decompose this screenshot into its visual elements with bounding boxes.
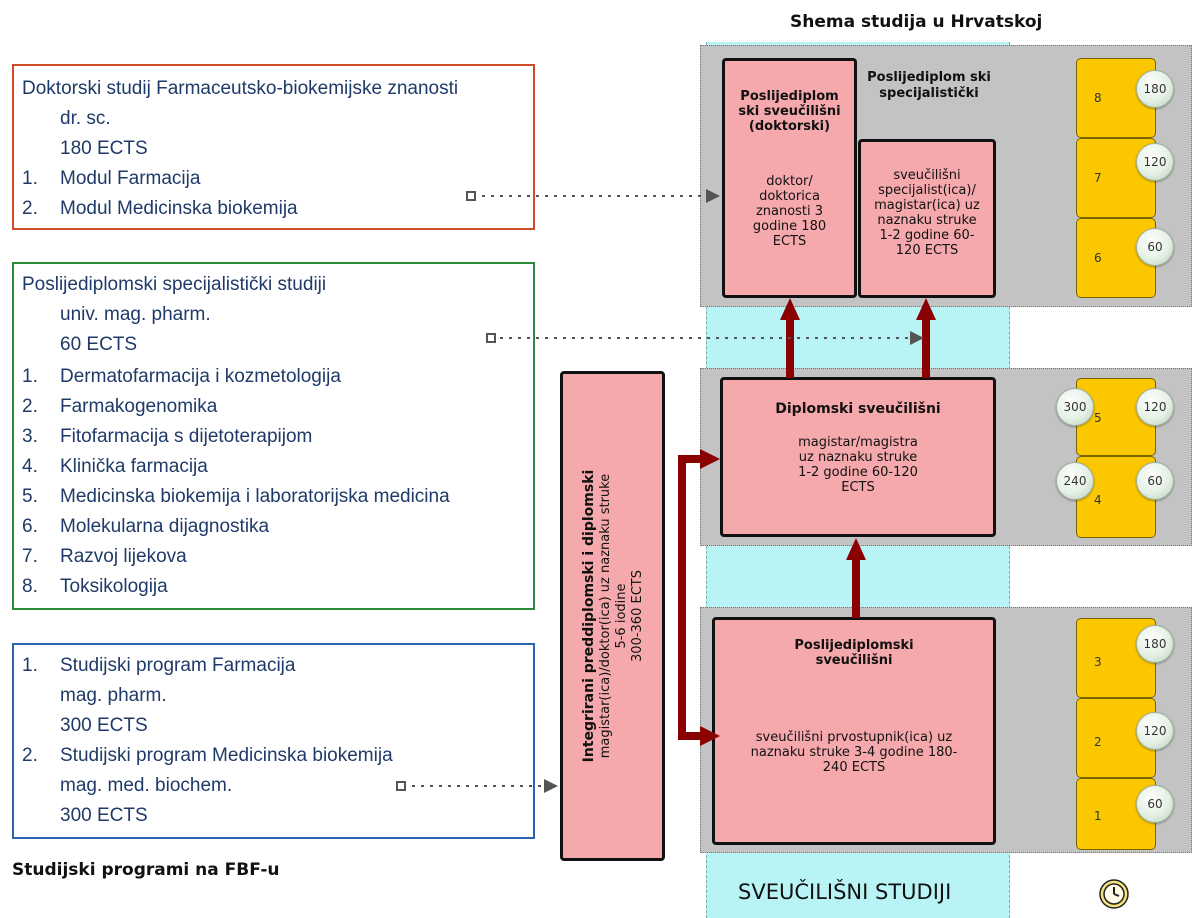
cumulative-ects-badge: 240 <box>1056 462 1094 500</box>
list-item: Medicinska biokemija i laboratorijska me… <box>60 486 450 507</box>
ects-badge: 120 <box>1136 143 1174 181</box>
list-item: Studijski program Farmacija <box>60 655 296 676</box>
graduate-card: Diplomski sveučilišni magistar/magistra … <box>720 377 996 537</box>
specialist-header: Poslijediplom ski specijalistički <box>867 70 991 101</box>
clock-icon <box>1098 878 1130 910</box>
ects-badge: 180 <box>1136 625 1174 663</box>
specialist-study-box: Poslijediplomski specijalistički studiji… <box>12 262 535 610</box>
list-item: Razvoj lijekova <box>60 546 187 567</box>
year-number: 6 <box>1094 251 1102 265</box>
list-number: 5. <box>22 486 38 507</box>
year-number: 5 <box>1094 411 1102 425</box>
cumulative-ects-badge: 300 <box>1056 388 1094 426</box>
undergrad-card: Poslijediplomski sveučilišni sveučilišni… <box>712 617 996 845</box>
integrated-line1: magistar(ica)/doktor(ica) uz naznaku str… <box>597 473 613 759</box>
list-number: 2. <box>22 745 38 766</box>
arrow-up-3 <box>852 558 860 618</box>
ects-value: 300 ECTS <box>60 715 148 736</box>
year-number: 4 <box>1094 493 1102 507</box>
box-heading: Poslijediplomski specijalistički studiji <box>22 274 327 295</box>
connector-programs-head <box>544 779 558 793</box>
undergrad-card-body: sveučilišni prvostupnik(ica) uz naznaku … <box>750 730 958 775</box>
list-item: Studijski program Medicinska biokemija <box>60 745 393 766</box>
doctoral-study-box: Doktorski studij Farmaceutsko-biokemijsk… <box>12 64 535 230</box>
arrow-up-2 <box>922 318 930 378</box>
list-number: 1. <box>22 366 38 387</box>
arrow-up-3-head <box>846 538 866 560</box>
year-number: 3 <box>1094 655 1102 669</box>
list-number: 1. <box>22 168 38 189</box>
connector-handle[interactable] <box>396 781 406 791</box>
list-item: Toksikologija <box>60 576 168 597</box>
undergrad-card-title: Poslijediplomski sveučilišni <box>794 638 914 668</box>
degree-title: mag. med. biochem. <box>60 775 233 796</box>
doctoral-card-title: Poslijediplom ski sveučilišni (doktorski… <box>738 89 841 134</box>
ects-badge: 120 <box>1136 388 1174 426</box>
list-number: 2. <box>22 198 38 219</box>
arrow-up-1 <box>786 318 794 378</box>
degree-title: univ. mag. pharm. <box>60 304 211 325</box>
list-item: Molekularna dijagnostika <box>60 516 270 537</box>
list-number: 4. <box>22 456 38 477</box>
list-item: Klinička farmacija <box>60 456 208 477</box>
connector-handle[interactable] <box>486 333 496 343</box>
ects-badge: 60 <box>1136 462 1174 500</box>
bracket-vertical <box>678 455 686 740</box>
integrated-card: Integrirani preddiplomski i diplomski ma… <box>560 371 665 861</box>
connector-handle[interactable] <box>466 191 476 201</box>
list-item: Farmakogenomika <box>60 396 218 417</box>
degree-title: dr. sc. <box>60 108 111 129</box>
graduate-card-title: Diplomski sveučilišni <box>775 401 941 417</box>
bracket-top-head <box>700 449 720 469</box>
scheme-title: Shema studija u Hrvatskoj <box>790 12 1043 32</box>
arrow-up-2-head <box>916 298 936 320</box>
integrated-line2: 5-6 iodine <box>613 583 629 649</box>
list-item: Modul Farmacija <box>60 168 201 189</box>
list-number: 7. <box>22 546 38 567</box>
doctoral-card: Poslijediplom ski sveučilišni (doktorski… <box>722 58 857 298</box>
bracket-bottom-head <box>700 726 720 746</box>
integrated-text: Integrirani preddiplomski i diplomski ma… <box>580 381 646 851</box>
list-number: 8. <box>22 576 38 597</box>
ects-value: 180 ECTS <box>60 138 148 159</box>
integrated-line3: 300-360 ECTS <box>629 570 645 662</box>
study-programs-box: 1. Studijski program Farmacija mag. phar… <box>12 643 535 839</box>
year-number: 2 <box>1094 735 1102 749</box>
box-heading: Doktorski studij Farmaceutsko-biokemijsk… <box>22 78 459 99</box>
year-number: 8 <box>1094 91 1102 105</box>
doctoral-card-body: doktor/ doktorica znanosti 3 godine 180 … <box>752 174 827 249</box>
list-number: 1. <box>22 655 38 676</box>
list-item: Dermatofarmacija i kozmetologija <box>60 366 341 387</box>
ects-value: 300 ECTS <box>60 805 148 826</box>
specialist-card: sveučilišni specijalist(ica)/ magistar(i… <box>858 139 996 298</box>
graduate-card-body: magistar/magistra uz naznaku struke 1-2 … <box>798 435 918 495</box>
ects-badge: 60 <box>1136 785 1174 823</box>
year-number: 1 <box>1094 809 1102 823</box>
bracket-bottom <box>678 732 704 740</box>
arrow-up-1-head <box>780 298 800 320</box>
ects-badge: 180 <box>1136 70 1174 108</box>
fbf-caption: Studijski programi na FBF-u <box>12 860 280 880</box>
ects-value: 60 ECTS <box>60 334 138 355</box>
year-number: 7 <box>1094 171 1102 185</box>
list-number: 2. <box>22 396 38 417</box>
specialist-card-body: sveučilišni specijalist(ica)/ magistar(i… <box>874 168 980 258</box>
ects-badge: 60 <box>1136 228 1174 266</box>
list-item: Fitofarmacija s dijetoterapijom <box>60 426 313 447</box>
list-number: 3. <box>22 426 38 447</box>
university-studies-label: SVEUČILIŠNI STUDIJI <box>738 880 952 904</box>
integrated-title: Integrirani preddiplomski i diplomski <box>580 469 597 763</box>
degree-title: mag. pharm. <box>60 685 167 706</box>
list-item: Modul Medicinska biokemija <box>60 198 298 219</box>
list-number: 6. <box>22 516 38 537</box>
ects-badge: 120 <box>1136 712 1174 750</box>
bracket-top <box>678 455 704 463</box>
